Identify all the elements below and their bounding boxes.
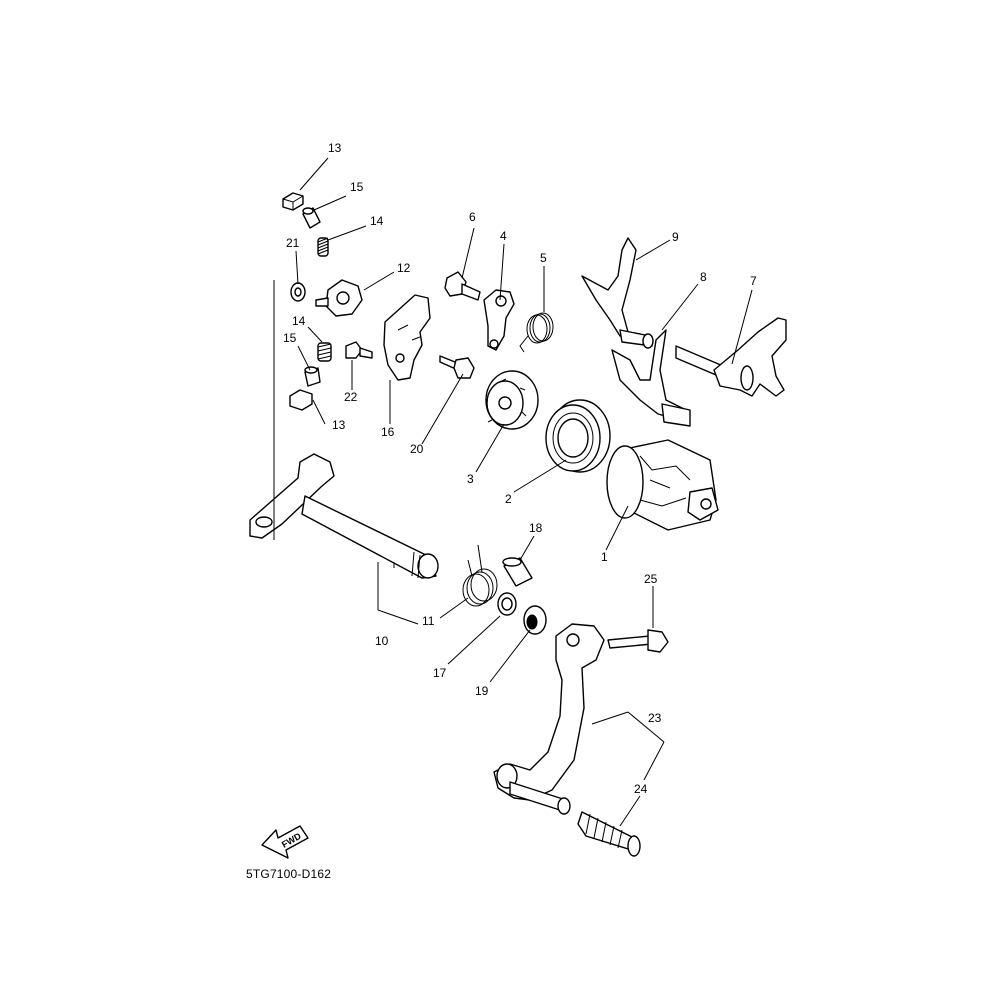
part-4-lever[interactable] — [483, 289, 515, 351]
callout-13-lower: 13 — [332, 418, 346, 432]
part-15-pin-lower[interactable] — [304, 366, 321, 387]
callout-22: 22 — [344, 390, 358, 404]
callout-25: 25 — [644, 572, 658, 586]
callout-24: 24 — [634, 782, 648, 796]
callout-3: 3 — [467, 472, 474, 486]
fwd-direction-arrow: FWD — [261, 825, 309, 859]
part-13-stopper-lower[interactable] — [289, 389, 313, 411]
part-15-pin-top[interactable] — [302, 207, 321, 229]
part-19-oil-seal[interactable] — [523, 605, 547, 635]
part-21-washer[interactable] — [290, 282, 306, 302]
part-17-washer[interactable] — [497, 592, 517, 616]
callout-19: 19 — [475, 684, 489, 698]
callout-23: 23 — [648, 711, 662, 725]
callout-15-lower: 15 — [283, 331, 297, 345]
part-25-bolt[interactable] — [607, 629, 669, 653]
part-22-bolt[interactable] — [345, 341, 373, 359]
callout-9: 9 — [672, 230, 679, 244]
part-13-stopper-top[interactable] — [282, 192, 304, 211]
callout-14-top: 14 — [370, 214, 384, 228]
part-23-shift-pedal[interactable] — [493, 623, 605, 815]
part-2-bearing[interactable] — [545, 399, 611, 473]
callout-6: 6 — [469, 210, 476, 224]
callout-16: 16 — [381, 425, 395, 439]
part-10-shift-shaft[interactable] — [249, 280, 439, 579]
part-3-stopper-wheel[interactable] — [485, 370, 539, 430]
diagram-code: 5TG7100-D162 — [246, 867, 332, 881]
part-5-spring[interactable] — [519, 312, 554, 353]
callout-5: 5 — [540, 251, 547, 265]
part-7-shift-fork[interactable] — [675, 317, 787, 397]
callout-2: 2 — [505, 492, 512, 506]
part-18-collar[interactable] — [502, 557, 533, 587]
callout-10: 10 — [375, 634, 389, 648]
callout-numbers: 13 15 14 21 12 14 15 13 22 16 6 4 5 20 3… — [283, 141, 757, 796]
part-11-return-spring[interactable] — [462, 544, 498, 607]
callout-14-lower: 14 — [292, 314, 306, 328]
part-9-shift-fork[interactable] — [581, 237, 654, 349]
part-6-screw[interactable] — [444, 271, 481, 301]
callout-15-top: 15 — [350, 180, 364, 194]
callout-1: 1 — [601, 550, 608, 564]
part-1-shift-cam[interactable] — [606, 439, 719, 531]
part-14-spring-lower[interactable] — [317, 342, 332, 362]
callout-18: 18 — [529, 521, 543, 535]
leader-lines — [295, 157, 753, 827]
callout-4: 4 — [500, 229, 507, 243]
callout-17: 17 — [433, 666, 447, 680]
part-16-stopper-plate[interactable] — [383, 294, 431, 381]
callout-8: 8 — [700, 270, 707, 284]
part-8-shift-fork[interactable] — [611, 329, 691, 427]
part-20-bolt[interactable] — [439, 355, 475, 379]
part-12-segment[interactable] — [315, 279, 363, 317]
callout-7: 7 — [750, 274, 757, 288]
callout-20: 20 — [410, 442, 424, 456]
part-14-spring-top[interactable] — [317, 237, 329, 257]
callout-13-top: 13 — [328, 141, 342, 155]
callout-12: 12 — [397, 261, 411, 275]
part-24-pedal-rubber[interactable] — [577, 811, 641, 857]
callout-21: 21 — [286, 236, 300, 250]
callout-11: 11 — [422, 614, 435, 628]
